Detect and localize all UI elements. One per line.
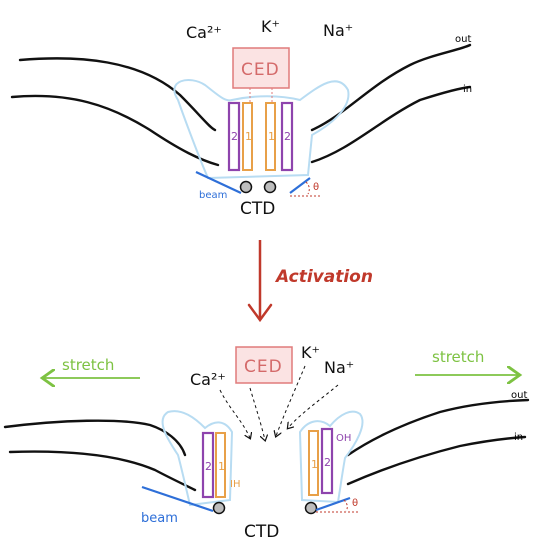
helix-outer-left-num-top: 2 [231, 130, 238, 143]
ih-label: IH [230, 479, 240, 490]
ctd-node-right-bottom [304, 501, 318, 515]
ion-flow-sodium [288, 384, 339, 428]
membrane-bottom-right-outer [346, 398, 530, 457]
ion-sodium-top: Na⁺ [323, 21, 353, 40]
cap-outline-top [173, 79, 350, 180]
membrane-bottom-right-inner [346, 435, 527, 486]
ctd-node-left-bottom [212, 501, 226, 515]
helix-outer-left-bottom [201, 431, 215, 499]
helix-inner-left-num-bottom: 1 [218, 460, 225, 473]
stretch-label-right: stretch [432, 348, 484, 366]
helix-inner-left-top [242, 102, 253, 171]
ion-flow-center [249, 387, 265, 440]
ion-flow-calcium [219, 389, 250, 438]
beam-right-top [289, 177, 311, 194]
ion-calcium-bottom: Ca²⁺ [190, 370, 226, 389]
helix-outer-right-num-bottom: 2 [324, 456, 331, 469]
activation-label: Activation [274, 267, 373, 287]
helix-outer-right-top [280, 101, 294, 172]
cap-outline-bottom-left [161, 410, 234, 507]
membrane-out-label-top: out [455, 34, 471, 45]
ion-sodium-bottom: Na⁺ [324, 358, 354, 377]
membrane-top [10, 43, 472, 167]
membrane-out-label-bottom: out [511, 390, 527, 401]
helix-outer-right-num-top: 2 [284, 130, 291, 143]
angle-arc-bottom [343, 499, 348, 512]
oh-label: OH [336, 433, 351, 444]
beam-left-top [195, 171, 242, 194]
membrane-bottom [3, 398, 530, 492]
ion-potassium-bottom: K⁺ [301, 343, 320, 362]
ced-label-top: CED [241, 60, 280, 80]
ced-label-bottom: CED [244, 357, 283, 377]
helix-inner-left-bottom [215, 432, 226, 498]
ctd-node-left-top [239, 180, 253, 194]
membrane-top-left-inner [10, 94, 220, 167]
angle-label-top: θ [313, 182, 319, 193]
helix-outer-right-bottom [320, 427, 334, 495]
membrane-in-label-top: in [463, 84, 472, 95]
top-state-closed: Ca²⁺ K⁺ Na⁺ out in CED 2 1 1 2 CTD [10, 17, 472, 219]
membrane-bottom-left-inner [8, 450, 197, 492]
activation-arrow-head [247, 303, 273, 323]
ctd-label-top: CTD [240, 199, 275, 219]
beam-left-bottom [141, 485, 214, 513]
ion-potassium-top: K⁺ [261, 17, 280, 36]
membrane-bottom-left-outer [3, 419, 187, 457]
helix-inner-right-num-bottom: 1 [311, 458, 318, 471]
helix-inner-right-top [265, 102, 276, 171]
angle-arc-top [305, 181, 310, 195]
membrane-top-left-outer [18, 57, 217, 132]
bottom-state-open: stretch stretch Ca²⁺ K⁺ Na⁺ CED out in [3, 343, 530, 542]
membrane-in-label-bottom: in [514, 432, 523, 443]
membrane-top-right-outer [310, 43, 472, 132]
ced-box-top [232, 47, 290, 89]
beam-label-top: beam [199, 190, 227, 201]
helix-outer-left-num-bottom: 2 [205, 460, 212, 473]
helix-inner-left-num-top: 1 [245, 130, 252, 143]
helix-inner-right-num-top: 1 [268, 130, 275, 143]
cap-outline-bottom-right [298, 410, 364, 504]
ctd-node-right-top [263, 180, 277, 194]
membrane-top-right-inner [310, 85, 472, 164]
activation-transition: Activation [247, 240, 373, 323]
ion-flow-potassium [276, 365, 306, 436]
ion-calcium-top: Ca²⁺ [186, 23, 222, 42]
helix-outer-left-top [227, 101, 241, 172]
beam-label-bottom: beam [141, 511, 178, 526]
angle-label-bottom: θ [352, 498, 358, 509]
ctd-label-bottom: CTD [244, 522, 279, 542]
ion-flow-arrows [219, 365, 339, 440]
helix-inner-right-bottom [308, 430, 319, 496]
ced-box-bottom [235, 346, 293, 384]
stretch-label-left: stretch [62, 356, 114, 374]
beam-right-bottom [315, 496, 351, 512]
